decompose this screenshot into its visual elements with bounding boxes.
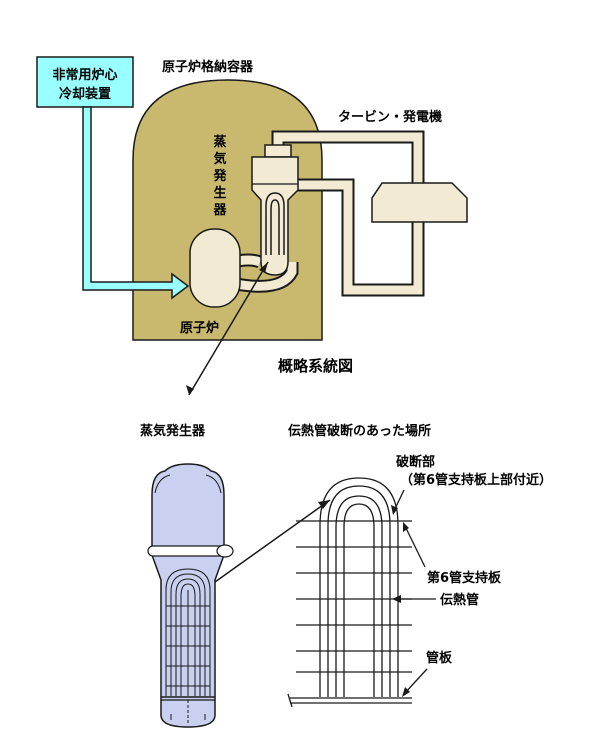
steam-pipe-inner — [273, 132, 423, 295]
eccs-label-line2: 冷却装置 — [59, 86, 111, 102]
turbine-generator — [371, 182, 468, 223]
containment-label: 原子炉格納容器 — [162, 59, 254, 75]
zoom-arrow-overview — [186, 261, 269, 396]
sg-char-4: 生 — [213, 185, 226, 201]
heat-tube-leader — [392, 595, 436, 603]
reactor-vessel — [189, 228, 241, 308]
tube-sheet-label: 管板 — [426, 650, 453, 666]
rupture-leader — [391, 489, 405, 515]
sg-char-5: 器 — [212, 203, 227, 218]
support-plate-leader — [403, 522, 426, 568]
support-plate-label: 第6管支持板 — [427, 570, 502, 586]
sg-char-2: 気 — [213, 151, 226, 167]
eccs-box — [36, 56, 134, 108]
tube-detail — [287, 477, 412, 708]
sg-detail-label: 蒸気発生器 — [140, 423, 206, 439]
rupture-part-label: 破断部 — [396, 454, 435, 470]
overview-caption: 概略系統図 — [278, 357, 353, 375]
turbine-label: タービン・発電機 — [338, 109, 442, 125]
rupture-part-note: （第6管支持板上部付近） — [400, 472, 552, 488]
sg-char-1: 蒸 — [213, 134, 226, 150]
heat-tube-label: 伝熱管 — [440, 592, 479, 608]
rupture-location-label: 伝熱管破断のあった場所 — [288, 423, 431, 439]
sg-char-3: 発 — [212, 168, 227, 184]
eccs-label-line1: 非常用炉心 — [52, 67, 117, 83]
eccs-injection-arrow — [82, 106, 190, 300]
reactor-label: 原子炉 — [180, 320, 219, 336]
steam-generator-overview — [251, 144, 299, 276]
tube-sheet-leader — [402, 668, 428, 697]
steam-generator-detail — [147, 463, 234, 728]
zoom-arrow-detail — [214, 499, 331, 583]
sg-vertical-label: 蒸 気 発 生 器 — [212, 134, 227, 218]
